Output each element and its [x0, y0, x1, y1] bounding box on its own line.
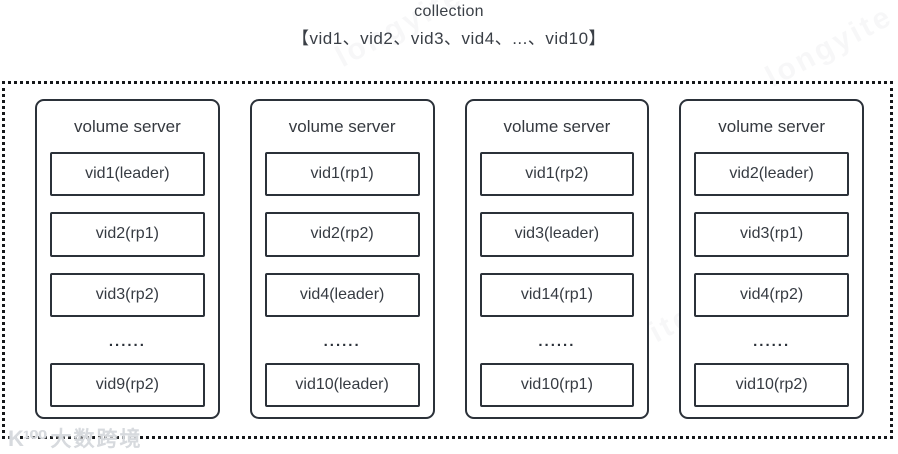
volume-cell: vid14(rp1) — [479, 272, 635, 317]
volume-server-box-3: volume server vid1(rp2) vid3(leader) vid… — [464, 99, 650, 419]
volume-server-box-2: volume server vid1(rp1) vid2(rp2) vid4(l… — [249, 99, 435, 419]
ellipsis-separator: ...... — [538, 332, 576, 350]
volume-cell: vid10(rp2) — [694, 362, 849, 407]
volume-cell: vid4(leader) — [264, 272, 420, 317]
volume-cell: vid2(rp1) — [50, 212, 205, 257]
volume-cell: vid10(rp1) — [479, 362, 635, 407]
collection-volume-list: 【vid1、vid2、vid3、vid4、...、vid10】 — [291, 29, 607, 48]
volume-server-box-4: volume server vid2(leader) vid3(rp1) vid… — [679, 99, 864, 419]
collection-title: collection — [414, 3, 484, 20]
ellipsis-separator: ...... — [108, 332, 146, 350]
volume-server-label: volume server — [288, 117, 396, 136]
volume-server-label: volume server — [73, 117, 181, 136]
volume-cell: vid3(leader) — [479, 212, 635, 257]
volume-cell: vid1(rp1) — [264, 152, 420, 197]
watermark-text: 大数跨境 — [50, 428, 143, 451]
volume-server-label: volume server — [718, 117, 825, 136]
volume-server-box-1: volume server vid1(leader) vid2(rp1) vid… — [35, 99, 220, 419]
collection-boundary: volume server vid1(leader) vid2(rp1) vid… — [2, 81, 893, 439]
volume-cell: vid1(leader) — [50, 152, 205, 197]
diagram-header: collection 【vid1、vid2、vid3、vid4、...、vid1… — [0, 3, 898, 49]
volume-cell: vid9(rp2) — [50, 362, 205, 407]
volume-cell: vid2(leader) — [694, 152, 849, 197]
volume-cell: vid4(rp2) — [694, 272, 849, 317]
volume-server-label: volume server — [503, 117, 611, 136]
ellipsis-separator: ...... — [323, 332, 361, 350]
watermark-logo-icon: K¹⁰⁰ — [8, 426, 47, 451]
volume-cell: vid3(rp1) — [694, 212, 849, 257]
site-watermark: K¹⁰⁰ 大数跨境 — [8, 423, 143, 453]
ellipsis-separator: ...... — [753, 332, 791, 350]
volume-cell: vid10(leader) — [264, 362, 420, 407]
volume-cell: vid1(rp2) — [479, 152, 635, 197]
volume-cell: vid2(rp2) — [264, 212, 420, 257]
volume-cell: vid3(rp2) — [50, 272, 205, 317]
